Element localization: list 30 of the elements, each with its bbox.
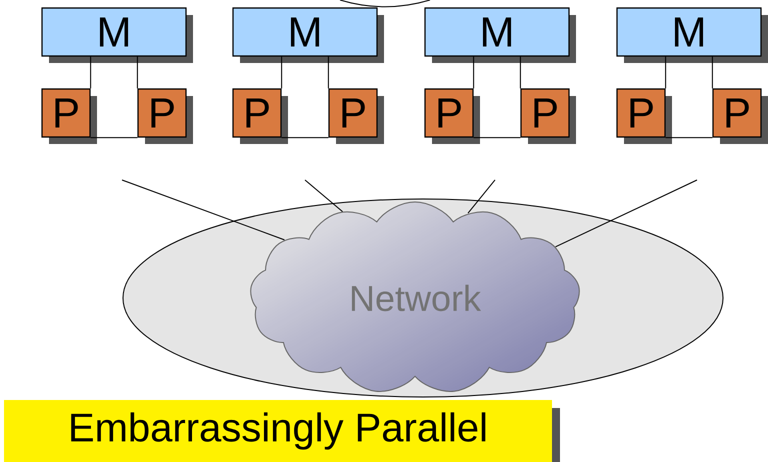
connector-line (473, 137, 521, 138)
memory-box: M (424, 7, 576, 63)
connector-line (281, 137, 329, 138)
connector-line (136, 56, 138, 89)
memory-box: M (616, 7, 768, 63)
processor-box: P (520, 88, 576, 144)
connector-line (555, 180, 698, 248)
memory-box: M (232, 7, 384, 63)
processor-box: P (712, 88, 768, 144)
connector-line (473, 56, 474, 89)
memory-box: M (41, 7, 193, 63)
connector-line (122, 180, 285, 240)
processor-box: P (424, 88, 480, 144)
processor-box: P (616, 88, 672, 144)
connector-line (665, 56, 666, 89)
connector-line (90, 56, 92, 89)
title-banner: Embarrassingly Parallel (4, 400, 560, 462)
connector-line (712, 56, 713, 89)
connector-line (520, 56, 521, 89)
processor-box: P (328, 88, 384, 144)
connector-line (281, 56, 282, 89)
network-cloud: Network (250, 202, 580, 392)
connector-line (304, 180, 344, 212)
connector-line (328, 56, 329, 89)
connector-line (665, 137, 713, 138)
connector-line (468, 180, 496, 214)
processor-box: P (232, 88, 288, 144)
processor-box: P (41, 88, 97, 144)
processor-box: P (137, 88, 193, 144)
connector-line (90, 137, 138, 138)
